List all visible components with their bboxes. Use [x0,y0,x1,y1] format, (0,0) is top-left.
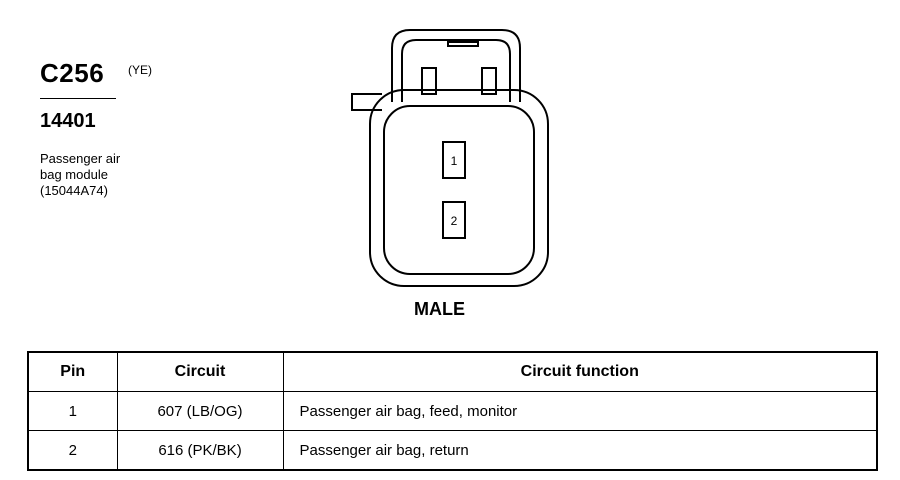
header-circuit-function: Circuit function [282,351,878,392]
cell-circuit-function: Passenger air bag, feed, monitor [282,391,878,431]
header-pin: Pin [27,351,118,392]
description-line: bag module [40,167,108,182]
description-line: Passenger air [40,151,121,166]
part-number: 14401 [40,110,96,132]
pin-1-box [442,141,466,179]
tab-prong-right [481,67,497,95]
connector-body-outer [369,89,549,287]
header-circuit: Circuit [116,351,284,392]
side-key [351,93,382,111]
tab-notch [447,41,479,47]
cell-pin: 1 [27,391,118,431]
cell-circuit: 616 (PK/BK) [116,430,284,471]
pin-1-label: 1 [451,154,458,168]
locking-tab [391,29,521,102]
table-header-row: Pin Circuit Circuit function [27,351,878,392]
gender-label: MALE [414,299,465,319]
pin-2-label: 2 [451,214,458,228]
pin-table: Pin Circuit Circuit function 1 607 (LB/O… [27,351,878,471]
color-code: (YE) [128,63,152,77]
connector-body-inner [383,105,535,275]
locking-tab-inner [401,39,511,102]
description-line: (15044A74) [40,183,108,198]
connector-description: Passenger air bag module (15044A74) [40,151,120,199]
connector-face-drawing: 1 2 [351,29,549,287]
cell-circuit: 607 (LB/OG) [116,391,284,431]
cell-circuit-function: Passenger air bag, return [282,430,878,471]
cell-pin: 2 [27,430,118,471]
pin-2-box [442,201,466,239]
id-divider [40,98,116,99]
table-row: 1 607 (LB/OG) Passenger air bag, feed, m… [27,391,878,431]
connector-id: C256 [40,58,105,88]
tab-prong-left [421,67,437,95]
table-row: 2 616 (PK/BK) Passenger air bag, return [27,430,878,471]
